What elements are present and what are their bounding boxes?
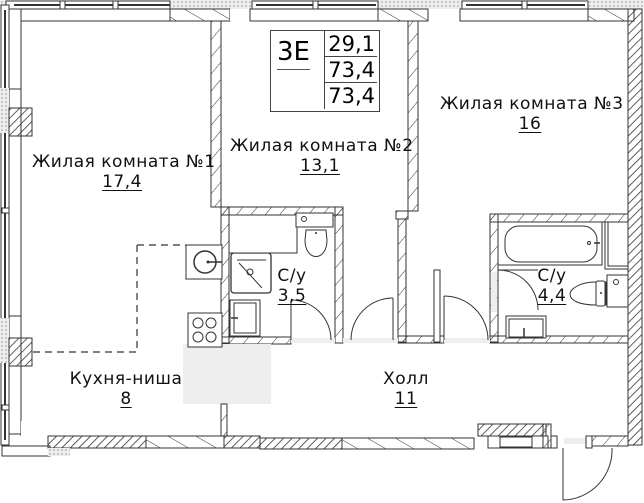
washbasin-1 (229, 299, 261, 337)
interior-walls (21, 20, 629, 437)
door-living-room-3 (443, 295, 489, 341)
room-area: 8 (120, 389, 132, 409)
washing-machine-box (228, 214, 298, 254)
washbasin-2 (505, 315, 547, 339)
apartment-code: 3E (277, 37, 310, 70)
cabinet-box (604, 221, 629, 270)
kitchen-zone-outline (30, 244, 186, 353)
room-name: Кухня-ниша (69, 369, 183, 389)
room-area: 3,5 (277, 286, 307, 306)
apartment-summary-badge: 3E 29,1 73,4 73,4 (270, 30, 380, 112)
exterior-wall-bottom (47, 423, 629, 456)
window-top-right (459, 0, 589, 22)
door-bathroom-2 (497, 269, 539, 311)
room-area: 17,4 (102, 172, 142, 192)
shower-tray (230, 252, 272, 294)
room-label-hall: Холл 11 (376, 369, 436, 409)
room-name: Жилая комната №3 (440, 94, 624, 114)
room-area: 4,4 (537, 286, 567, 306)
room-area: 11 (394, 389, 418, 409)
exterior-wall-top (0, 0, 644, 22)
entrance-door (550, 435, 613, 501)
exterior-wall-right (627, 8, 643, 446)
room-label-living-room-2: Жилая комната №2 13,1 (230, 136, 413, 176)
window-top-middle (249, 0, 379, 22)
room-label-kitchen-niche: Кухня-ниша 8 (66, 369, 186, 409)
room-area: 13,1 (300, 156, 340, 176)
room-label-living-room-3: Жилая комната №3 16 (440, 94, 623, 134)
door-living-room-2 (350, 297, 394, 341)
kitchen-sink-round (185, 244, 223, 280)
room-label-living-room-1: Жилая комната №1 17,4 (32, 152, 215, 192)
room-label-bathroom-2: С/у 4,4 (532, 266, 572, 306)
room-name: Холл (383, 369, 429, 389)
room-area: 16 (518, 114, 542, 134)
room-name: С/у (277, 266, 307, 286)
door-bathroom-1 (290, 299, 332, 341)
room-name: Жилая комната №1 (32, 152, 216, 172)
living-area-value: 29,1 (324, 31, 377, 57)
total-area-with-balcony-value: 73,4 (324, 83, 377, 109)
total-area-value: 73,4 (324, 57, 377, 83)
room-name: Жилая комната №2 (230, 136, 414, 156)
toilet-icon-2 (569, 274, 629, 308)
exterior-wall-left (0, 4, 51, 457)
bathtub-icon (497, 221, 603, 266)
window-top-left (5, 0, 171, 10)
toilet-icon-1 (295, 212, 334, 257)
room-name: С/у (537, 266, 567, 286)
stove-icon (187, 312, 223, 348)
room-label-bathroom-1: С/у 3,5 (272, 266, 312, 306)
